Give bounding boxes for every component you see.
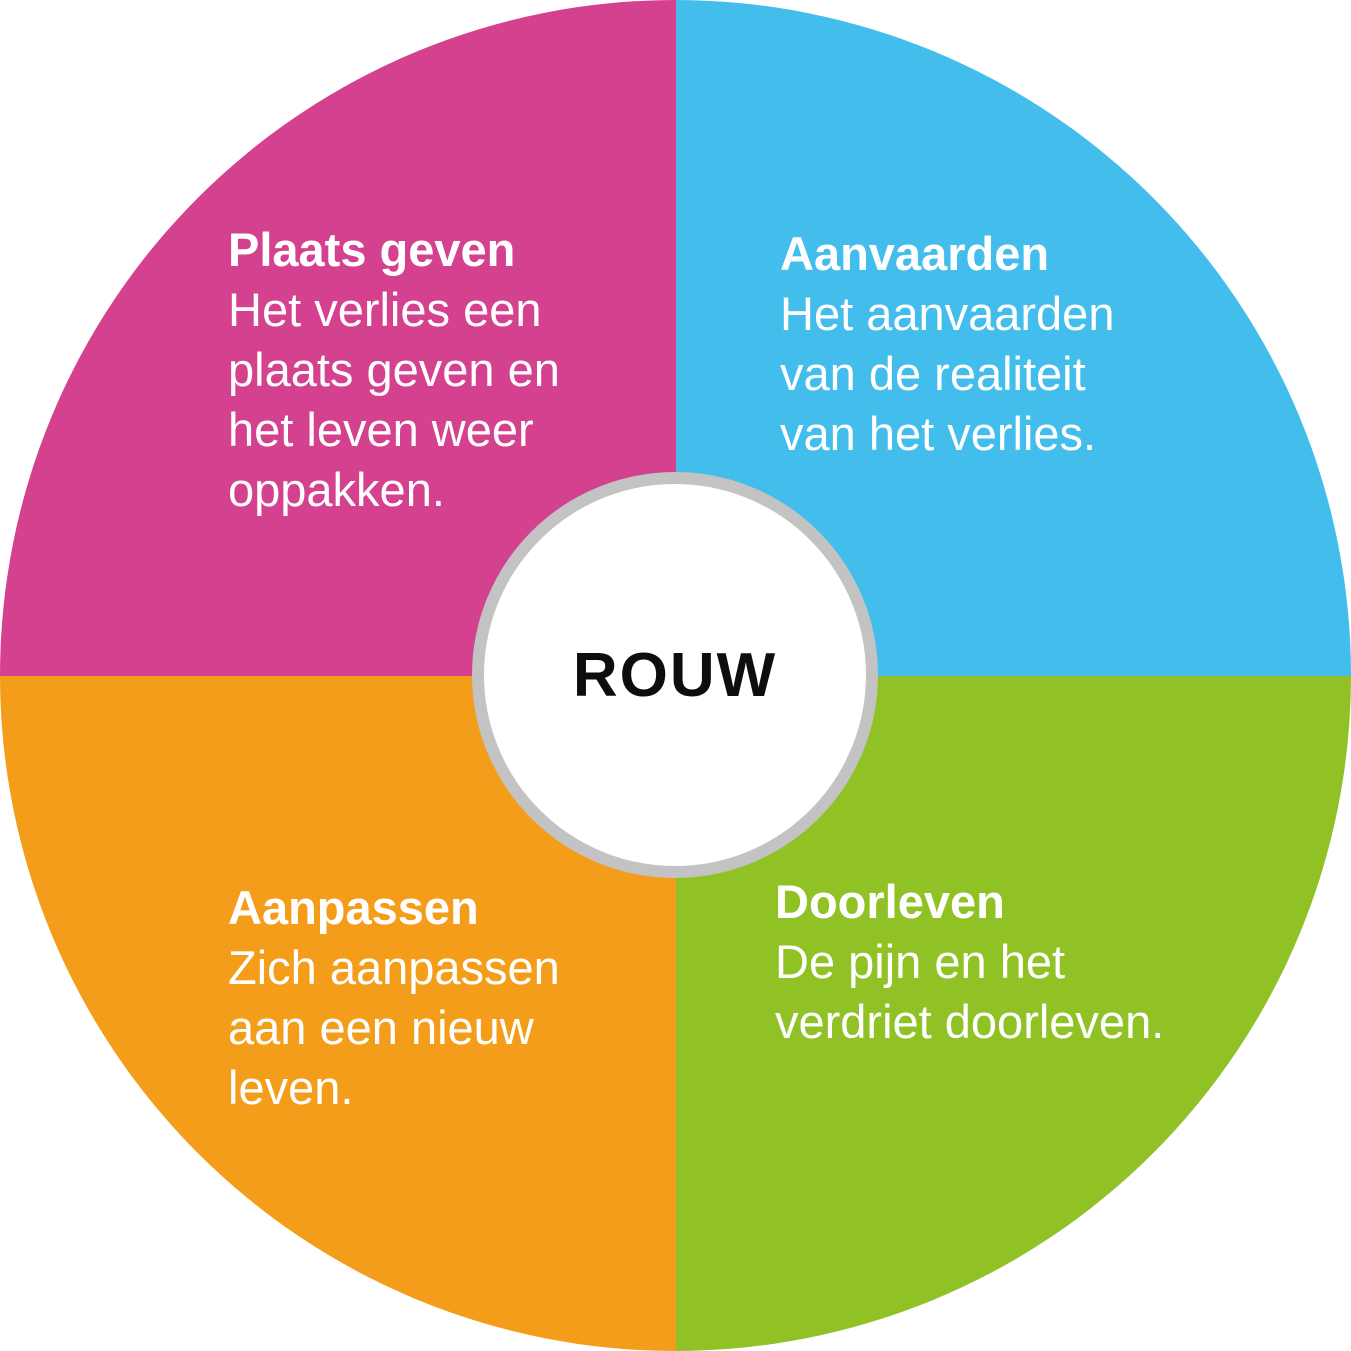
quadrant-line: het leven weer (228, 403, 534, 456)
quadrant-line: Het verlies een (228, 283, 542, 336)
quadrant-line: van het verlies. (780, 407, 1097, 460)
quadrant-line: verdriet doorleven. (775, 995, 1165, 1048)
quadrant-line: Zich aanpassen (228, 941, 560, 994)
quadrant-text-doorleven: Doorleven De pijn en het verdriet doorle… (775, 872, 1164, 1052)
quadrant-text-aanpassen: Aanpassen Zich aanpassen aan een nieuw l… (228, 878, 560, 1118)
quadrant-title: Aanvaarden (780, 227, 1050, 280)
center-circle: ROUW (472, 472, 878, 878)
quadrant-line: Het aanvaarden (780, 287, 1115, 340)
quadrant-text-aanvaarden: Aanvaarden Het aanvaarden van de realite… (780, 224, 1114, 464)
center-label: ROUW (572, 640, 778, 710)
quadrant-line: plaats geven en (228, 343, 560, 396)
quadrant-title: Plaats geven (228, 223, 516, 276)
quadrant-line: van de realiteit (780, 347, 1086, 400)
quadrant-line: oppakken. (228, 463, 445, 516)
quadrant-line: leven. (228, 1061, 354, 1114)
quadrant-title: Aanpassen (228, 881, 479, 934)
quadrant-line: De pijn en het (775, 935, 1066, 988)
quadrant-text-plaats-geven: Plaats geven Het verlies een plaats geve… (228, 220, 560, 520)
quadrant-title: Doorleven (775, 875, 1005, 928)
quadrant-line: aan een nieuw (228, 1001, 534, 1054)
